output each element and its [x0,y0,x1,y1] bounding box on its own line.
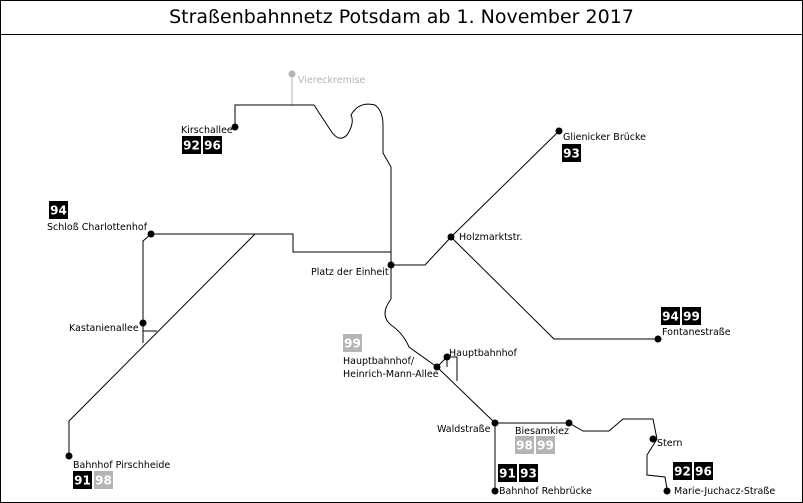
stop-dot-hauptbahnhof-hma[interactable] [433,363,441,371]
line-badge-bg [343,334,362,352]
track-charlottenhof-kastanienallee [142,233,152,323]
badge-group-hauptbahnhof-hma: 99 [343,334,362,352]
stop-label-kastanienallee: Kastanienallee [69,323,139,334]
stop-label-bahnhof-rehbruecke: Bahnhof Rehbrücke [499,486,592,497]
line-badge-bg [562,144,581,162]
track-pirschheide [68,233,256,456]
line-badge[interactable]: 92 [674,465,691,479]
stop-dot-kirschallee[interactable] [231,123,239,131]
badge-group-marie-juchacz-strasse: 92 96 [673,462,713,480]
tracks [68,74,668,491]
track-hauptbahnhof-spur [436,356,458,381]
track-holzmarkt-fontane [450,236,658,340]
stop-dot-biesamkiez[interactable] [565,419,573,427]
line-badge-bg [49,201,68,219]
stop-label-hauptbahnhof-hma-line2: Heinrich-Mann-Allee [343,369,439,380]
stop-dots [65,70,671,495]
stop-label-fontanestrasse: Fontanestraße [662,327,731,338]
stop-dot-glienicker-bruecke[interactable] [555,127,563,135]
line-badge[interactable]: 98 [95,474,112,488]
stop-dot-waldstrasse[interactable] [491,419,499,427]
line-badge-bg [515,436,534,454]
badge-group-glienicker-bruecke: 93 [562,144,581,162]
stop-label-viereckremise: Viereckremise [298,75,365,86]
stop-label-stern: Stern [657,438,682,449]
badge-group-bahnhof-rehbruecke: 91 93 [498,464,538,482]
stop-dot-schloss-charlottenhof[interactable] [147,230,155,238]
line-badge-bg [682,307,701,325]
badge-group-schloss-charlottenhof: 94 [49,201,68,219]
line-badge-bg [203,136,222,154]
badge-group-fontanestrasse: 94 99 [661,307,701,325]
line-badge[interactable]: 91 [499,467,516,481]
track-platz-glienicker [391,130,560,266]
stop-label-glienicker-bruecke: Glienicker Brücke [563,132,646,143]
line-badge[interactable]: 93 [563,147,580,161]
stop-dot-viereckremise[interactable] [288,70,296,78]
track-platz-waldstrasse [384,265,496,424]
stop-label-bahnhof-pirschheide: Bahnhof Pirschheide [73,460,170,471]
stop-label-hauptbahnhof: Hauptbahnhof [449,348,517,359]
stop-label-platz-der-einheit: Platz der Einheit [311,267,389,278]
line-badge[interactable]: 94 [50,204,67,218]
line-badge-bg [673,462,692,480]
line-badge-bg [519,464,538,482]
line-badge-bg [536,436,555,454]
stop-dot-kastanienallee[interactable] [139,319,147,327]
stop-dot-hauptbahnhof[interactable] [443,353,451,361]
line-badge[interactable]: 99 [537,439,554,453]
stop-label-schloss-charlottenhof: Schloß Charlottenhof [47,222,148,233]
line-badge[interactable]: 94 [662,310,679,324]
stop-label-biesamkiez: Biesamkiez [515,426,569,437]
line-badge[interactable]: 96 [695,465,712,479]
stop-label-marie-juchacz-strasse: Marie-Juchacz-Straße [674,486,775,497]
stop-dot-bahnhof-rehbruecke[interactable] [491,487,499,495]
stop-label-waldstrasse: Waldstraße [437,424,491,435]
line-badge-bg [94,471,113,489]
line-badge-bg [694,462,713,480]
line-badge[interactable]: 92 [183,139,200,153]
line-badge[interactable]: 96 [204,139,221,153]
line-badge-bg [73,471,92,489]
line-badge-bg [182,136,201,154]
track-kirschallee-platz [234,103,392,265]
map-title: Straßenbahnnetz Potsdam ab 1. November 2… [1,1,802,35]
line-badges: 92 96 93 94 94 99 99 [49,136,713,489]
line-badge[interactable]: 99 [344,337,361,351]
track-charlottenhof-platz [151,233,391,253]
stop-dot-marie-juchacz-strasse[interactable] [663,487,671,495]
track-stern-marie-juchacz [646,438,668,490]
line-badge[interactable]: 98 [516,439,533,453]
stop-dot-fontanestrasse[interactable] [654,335,662,343]
stop-label-hauptbahnhof-hma-line1: Hauptbahnhof/ [343,356,415,367]
stop-dot-platz-der-einheit[interactable] [387,261,395,269]
line-badge[interactable]: 91 [74,474,91,488]
badge-group-biesamkiez: 98 99 [515,436,555,454]
stop-labels: Viereckremise Kirschallee Glienicker Brü… [47,75,775,497]
badge-group-kirschallee: 92 96 [182,136,222,154]
line-badge[interactable]: 99 [683,310,700,324]
stop-dot-stern[interactable] [649,435,657,443]
stop-dot-bahnhof-pirschheide[interactable] [65,452,73,460]
stop-label-kirschallee: Kirschallee [181,125,233,136]
line-badge-bg [498,464,517,482]
line-badge[interactable]: 93 [520,467,537,481]
stop-label-holzmarktstr: Holzmarktstr. [459,232,523,243]
badge-group-bahnhof-pirschheide: 91 98 [73,471,113,489]
line-badge-bg [661,307,680,325]
stop-dot-holzmarktstr[interactable] [447,233,455,241]
